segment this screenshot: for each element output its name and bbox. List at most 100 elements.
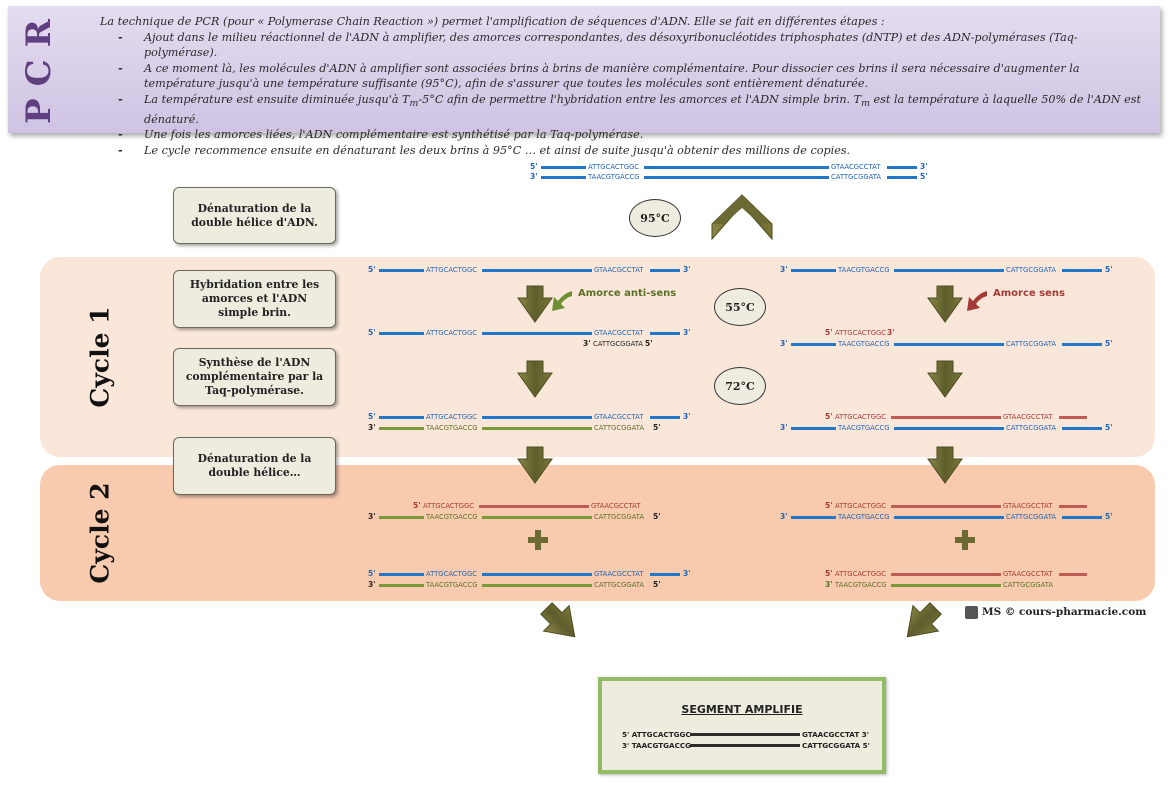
primer-end-label: 5' bbox=[645, 339, 653, 348]
step-denaturation: Dénaturation de la double hélice d'ADN. bbox=[173, 187, 336, 244]
sequence-label: GTAACGCCTAT bbox=[1003, 413, 1053, 421]
strand-end-label: 5' bbox=[1105, 423, 1113, 432]
strand-end-label: 3' bbox=[683, 265, 691, 274]
plus-icon bbox=[528, 530, 548, 550]
sequence-label: GTAACGCCTAT bbox=[591, 502, 641, 510]
strand-line bbox=[1059, 416, 1087, 419]
strand-line bbox=[644, 166, 829, 169]
primer-end-label: 3' bbox=[887, 328, 895, 337]
sequence-label: CATTGCGGATA bbox=[1006, 424, 1056, 432]
sequence-label: TAACGTGACCG bbox=[838, 424, 890, 432]
strand-end-label: 5' bbox=[530, 162, 538, 171]
strand-end-label: 5' bbox=[1105, 512, 1113, 521]
intro-lead: La technique de PCR (pour « Polymerase C… bbox=[100, 15, 885, 28]
strand-line bbox=[791, 343, 836, 346]
sequence-label: GTAACGCCTAT bbox=[831, 163, 881, 171]
strand-line bbox=[479, 505, 589, 508]
segment-title: Segment amplifie bbox=[681, 703, 803, 716]
strand-line bbox=[482, 584, 592, 587]
sequence-label: TAACGTGACCG bbox=[838, 340, 890, 348]
sequence-label: ATTGCACTGGC bbox=[426, 266, 478, 274]
strand-line bbox=[379, 416, 424, 419]
strand-end-label: 5' bbox=[653, 580, 661, 589]
sequence-label: GTAACGCCTAT bbox=[1003, 502, 1053, 510]
strand-line bbox=[891, 584, 1001, 587]
strand-line bbox=[1062, 269, 1102, 272]
strand-line bbox=[1062, 343, 1102, 346]
strand-end-label: 5' bbox=[1105, 339, 1113, 348]
intro-text: La technique de PCR (pour « Polymerase C… bbox=[100, 14, 1150, 159]
segment-line2-right: CATTGCGGATA 5' bbox=[802, 741, 870, 750]
down-arrow-icon bbox=[927, 285, 963, 323]
bullet-3-part2: -5°C afin de permettre l'hybridation ent… bbox=[418, 92, 862, 106]
strand-end-label: 3' bbox=[368, 580, 376, 589]
strand-end-label: 5' bbox=[825, 501, 833, 510]
strand-line bbox=[482, 427, 592, 430]
bullet-5: Le cycle recommence ensuite en dénaturan… bbox=[118, 143, 1150, 159]
strand-line bbox=[379, 584, 424, 587]
sequence-label: GTAACGCCTAT bbox=[594, 570, 644, 578]
strand-line bbox=[379, 516, 424, 519]
bullet-3: La température est ensuite diminuée jusq… bbox=[118, 92, 1150, 127]
sequence-label: ATTGCACTGGC bbox=[835, 502, 887, 510]
strand-end-label: 3' bbox=[780, 339, 788, 348]
strand-line bbox=[891, 416, 1001, 419]
sequence-label: GTAACGCCTAT bbox=[594, 266, 644, 274]
strand-line bbox=[791, 269, 836, 272]
primer-sense-arrow-icon bbox=[967, 291, 987, 311]
step-synthese: Synthèse de l'ADN complémentaire par la … bbox=[173, 348, 336, 406]
pcr-title-text: PCR bbox=[19, 7, 59, 124]
strand-line bbox=[891, 505, 1001, 508]
strand-line bbox=[894, 343, 1004, 346]
primer-end-label: 3' bbox=[583, 339, 591, 348]
down-arrow-icon bbox=[517, 285, 553, 323]
strand-end-label: 5' bbox=[653, 512, 661, 521]
sequence-label: GTAACGCCTAT bbox=[1003, 570, 1053, 578]
sequence-label: TAACGTGACCG bbox=[838, 266, 890, 274]
sequence-label: ATTGCACTGGC bbox=[588, 163, 640, 171]
strand-line bbox=[379, 332, 424, 335]
sequence-label: GTAACGCCTAT bbox=[594, 413, 644, 421]
sequence-label: ATTGCACTGGC bbox=[835, 413, 887, 421]
segment-line2-left: 3' TAACGTGACCG bbox=[622, 741, 692, 750]
strand-line bbox=[1059, 573, 1087, 576]
credit: MS © cours-pharmacie.com bbox=[982, 606, 1146, 618]
strand-line bbox=[1059, 505, 1087, 508]
sequence-label: TAACGTGACCG bbox=[835, 581, 887, 589]
strand-end-label: 5' bbox=[413, 501, 421, 510]
primer-antisense-arrow-icon bbox=[552, 291, 572, 311]
strand-line bbox=[791, 427, 836, 430]
strand-end-label: 5' bbox=[368, 412, 376, 421]
strand-end-label: 3' bbox=[920, 162, 928, 171]
strand-line bbox=[482, 332, 592, 335]
steps-list: Ajout dans le milieu réactionnel de l'AD… bbox=[100, 30, 1150, 159]
strand-line bbox=[482, 573, 592, 576]
credit-text: © cours-pharmacie.com bbox=[1004, 606, 1147, 618]
primer-end-label: 5' bbox=[825, 328, 833, 337]
strand-line bbox=[482, 516, 592, 519]
temp-72: 72°C bbox=[714, 367, 766, 405]
bullet-3-part3: est la température à laquelle 50% de l'A… bbox=[144, 92, 1141, 126]
strand-line bbox=[650, 416, 680, 419]
credit-logo-text: MS bbox=[982, 606, 1002, 618]
down-arrow-icon bbox=[517, 360, 553, 398]
segment-line1-bar bbox=[690, 733, 800, 736]
strand-line bbox=[650, 332, 680, 335]
chevron-up-arrow-inner-icon bbox=[712, 195, 772, 224]
sequence-label: CATTGCGGATA bbox=[1006, 340, 1056, 348]
diagonal-arrow-right-icon bbox=[906, 602, 942, 638]
temp-55: 55°C bbox=[714, 288, 766, 326]
strand-line bbox=[482, 269, 592, 272]
strand-end-label: 5' bbox=[653, 423, 661, 432]
sequence-label: TAACGTGACCG bbox=[426, 424, 478, 432]
strand-line bbox=[894, 427, 1004, 430]
sequence-label: CATTGCGGATA bbox=[1006, 266, 1056, 274]
strand-line bbox=[1062, 427, 1102, 430]
strand-end-label: 5' bbox=[368, 265, 376, 274]
strand-line bbox=[379, 269, 424, 272]
strand-end-label: 5' bbox=[368, 569, 376, 578]
strand-line bbox=[541, 166, 586, 169]
bullet-2: A ce moment là, les molécules d'ADN à am… bbox=[118, 61, 1150, 92]
primer-sequence: CATTGCGGATA bbox=[593, 340, 643, 348]
strand-end-label: 3' bbox=[825, 580, 833, 589]
